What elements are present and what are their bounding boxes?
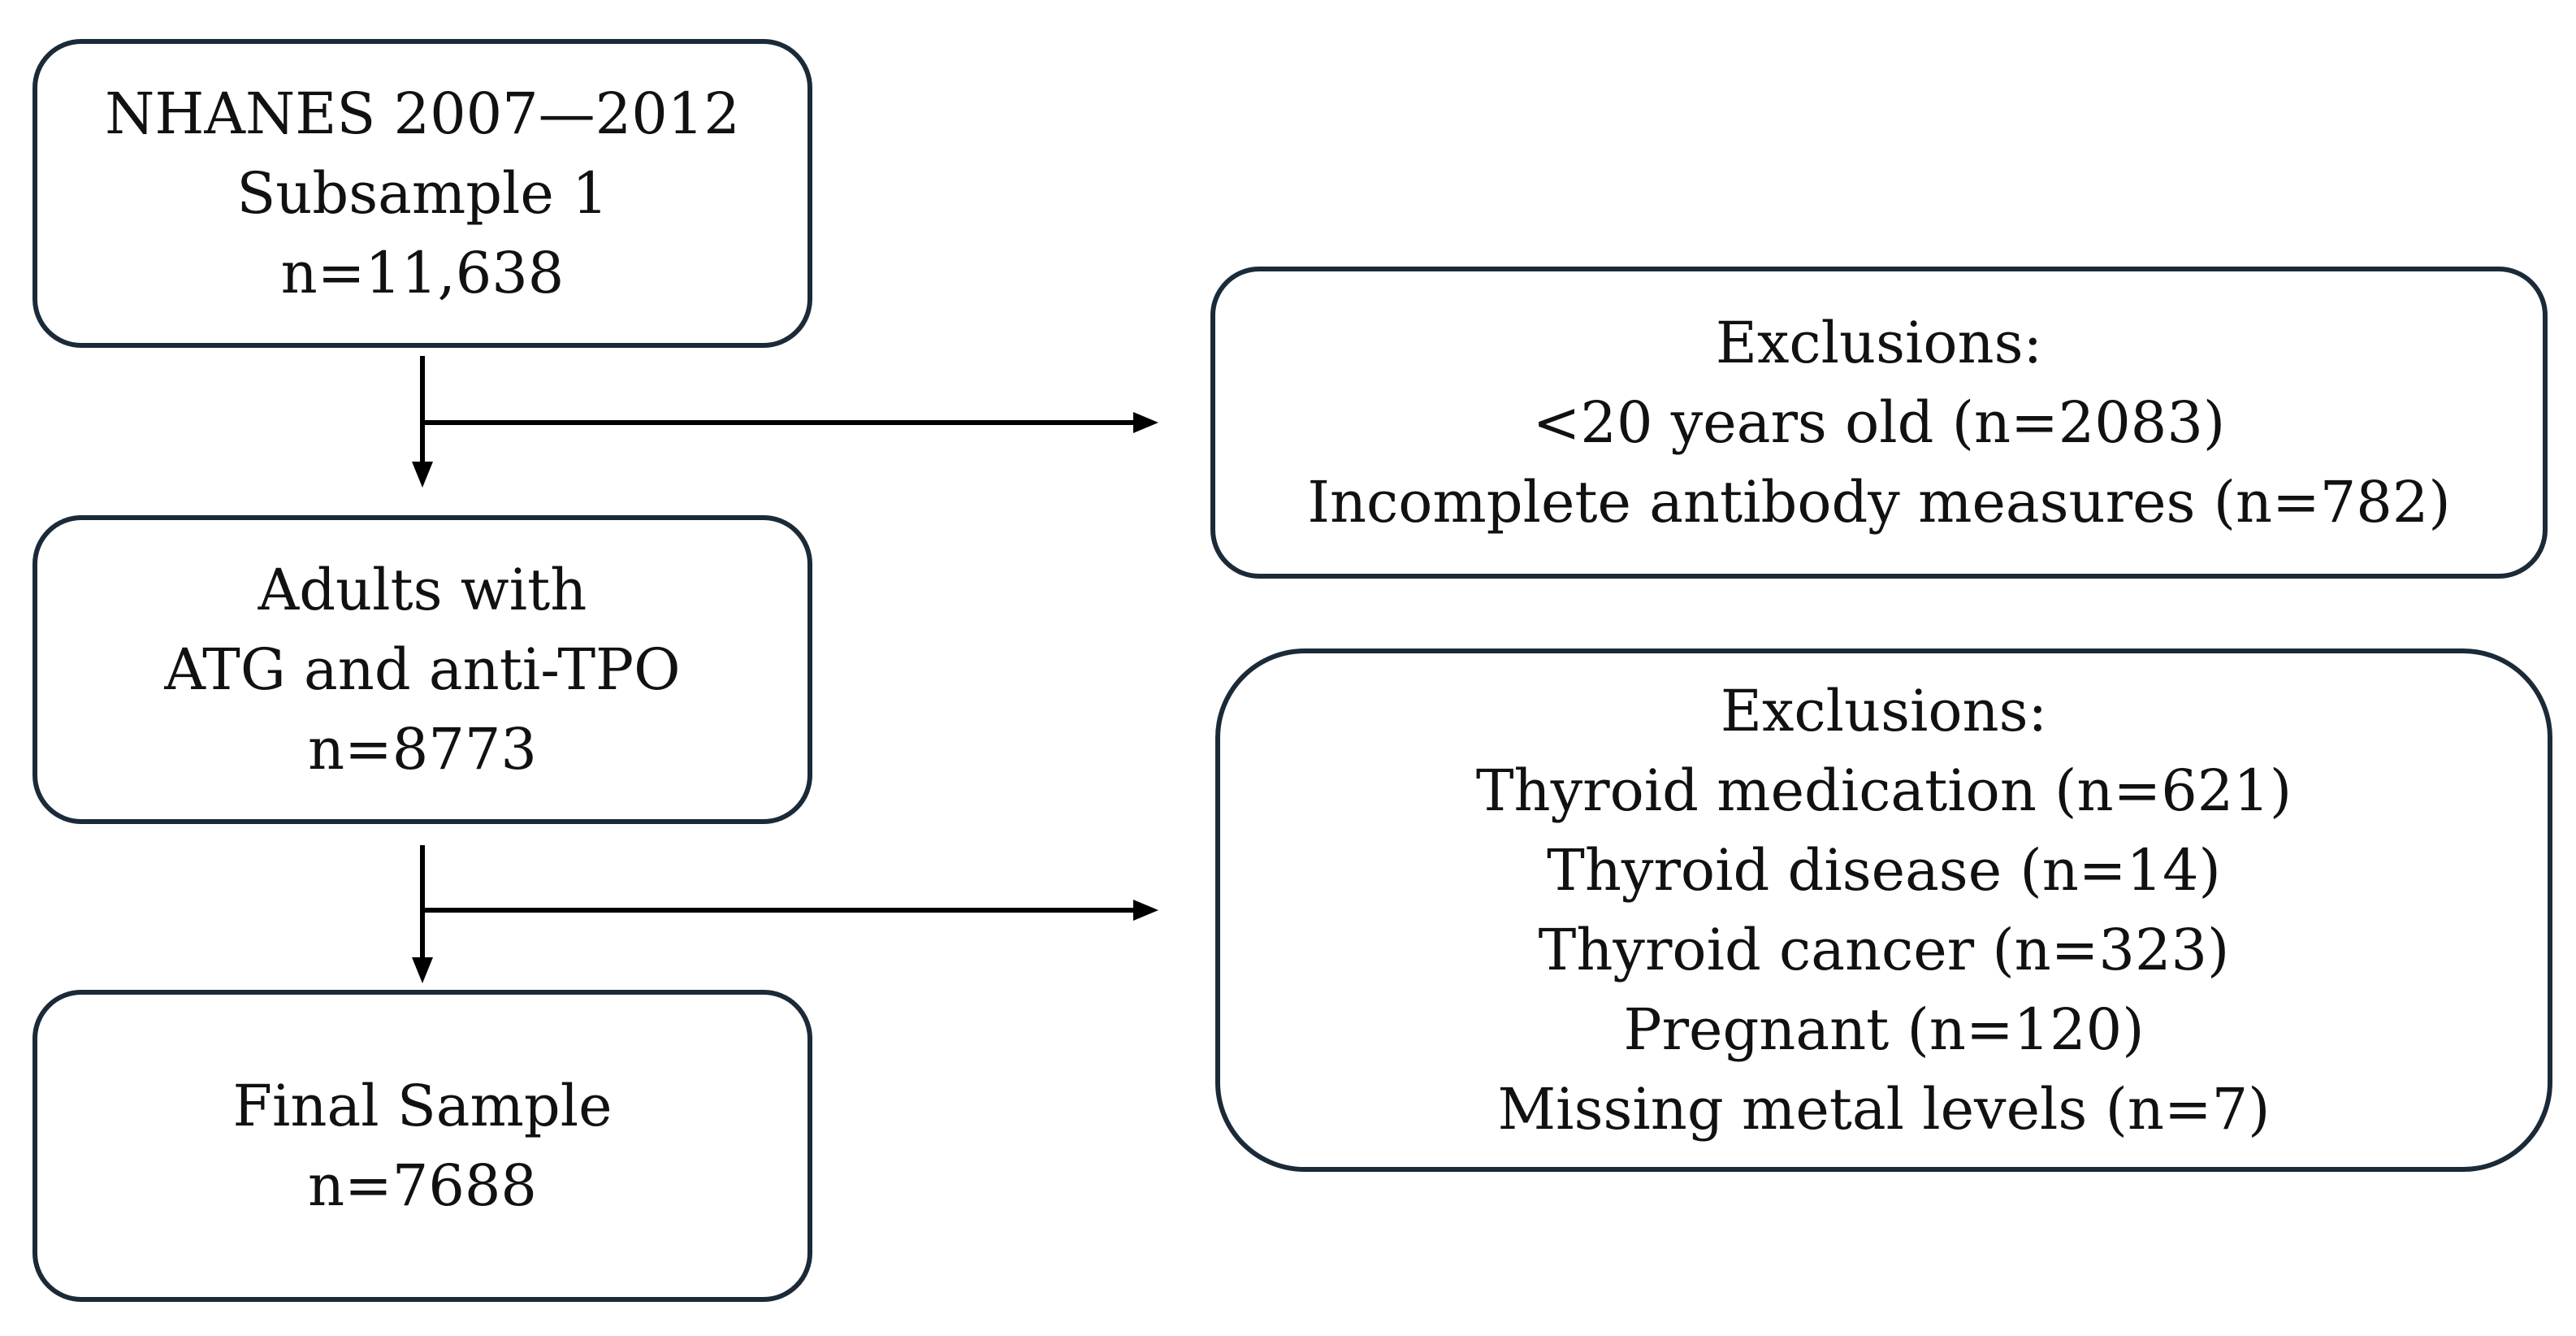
cohort-start-title: NHANES 2007—2012 bbox=[105, 80, 740, 147]
exclusions-box-1: Exclusions: <20 years old (n=2083) Incom… bbox=[1210, 267, 2548, 579]
adults-with-antibodies-box: Adults with ATG and anti-TPO n=8773 bbox=[32, 515, 812, 824]
arrowhead-down-1 bbox=[412, 462, 433, 488]
adults-box-label-1: Adults with bbox=[258, 557, 587, 623]
final-sample-count: n=7688 bbox=[308, 1152, 537, 1219]
exclusions-2-heading: Exclusions: bbox=[1720, 678, 2048, 744]
cohort-start-count: n=11,638 bbox=[280, 240, 565, 306]
exclusion-age-item: <20 years old (n=2083) bbox=[1532, 389, 2226, 456]
cohort-start-box: NHANES 2007—2012 Subsample 1 n=11,638 bbox=[32, 39, 812, 348]
final-sample-label: Final Sample bbox=[232, 1073, 613, 1139]
exclusion-thyroid-disease-item: Thyroid disease (n=14) bbox=[1547, 837, 2221, 904]
adults-box-label-2: ATG and anti-TPO bbox=[164, 636, 681, 703]
final-sample-box: Final Sample n=7688 bbox=[32, 990, 812, 1302]
exclusion-thyroid-medication-item: Thyroid medication (n=621) bbox=[1475, 757, 2292, 824]
arrowhead-right-2 bbox=[1133, 900, 1158, 921]
arrowhead-right-1 bbox=[1133, 412, 1158, 433]
cohort-start-subtitle: Subsample 1 bbox=[236, 160, 608, 227]
exclusions-box-2: Exclusions: Thyroid medication (n=621) T… bbox=[1215, 648, 2552, 1172]
arrowhead-down-2 bbox=[412, 957, 433, 983]
exclusion-antibody-item: Incomplete antibody measures (n=782) bbox=[1307, 469, 2451, 536]
adults-box-count: n=8773 bbox=[308, 716, 537, 783]
exclusion-missing-metal-item: Missing metal levels (n=7) bbox=[1497, 1076, 2271, 1143]
exclusions-1-heading: Exclusions: bbox=[1715, 310, 2043, 376]
exclusion-thyroid-cancer-item: Thyroid cancer (n=323) bbox=[1538, 917, 2230, 983]
exclusion-pregnant-item: Pregnant (n=120) bbox=[1623, 996, 2145, 1063]
